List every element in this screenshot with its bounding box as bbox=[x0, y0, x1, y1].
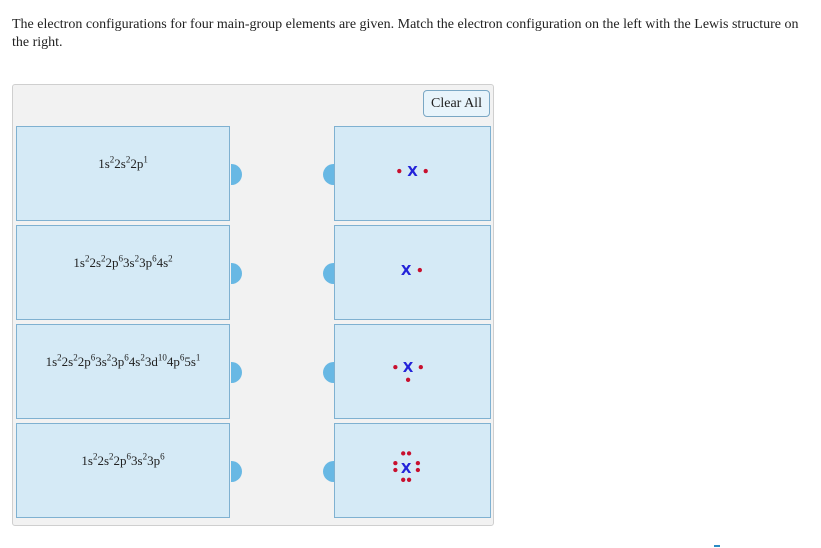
orbital-label: 5s bbox=[184, 354, 196, 369]
valence-electron-dot bbox=[401, 451, 406, 456]
electron-count: 2 bbox=[109, 154, 115, 165]
electron-count: 2 bbox=[101, 253, 106, 264]
orbital-label: 3p bbox=[139, 255, 153, 270]
element-symbol: X bbox=[407, 164, 418, 180]
orbital-label: 3s bbox=[123, 255, 135, 270]
electron-count: 1 bbox=[143, 154, 148, 165]
electron-count: 2 bbox=[73, 352, 78, 363]
electron-count: 6 bbox=[118, 253, 124, 264]
connector-handle-right-3[interactable] bbox=[323, 362, 334, 383]
valence-electron-dot bbox=[415, 461, 421, 466]
electron-count: 2 bbox=[57, 352, 62, 363]
valence-electron-dot bbox=[397, 168, 402, 174]
electron-count: 6 bbox=[179, 352, 185, 363]
connector-handle-right-4[interactable] bbox=[323, 461, 334, 482]
valence-electron-dot bbox=[393, 467, 398, 473]
element-symbol: X bbox=[401, 461, 412, 477]
matching-panel: Clear All 1s22s22p1 X 1s22s22p63s23p64s2… bbox=[12, 84, 494, 526]
electron-configuration-2: 1s22s22p63s23p64s2 bbox=[17, 253, 229, 271]
orbital-label: 2p bbox=[113, 453, 127, 468]
lewis-item-4[interactable]: X bbox=[334, 423, 491, 518]
connector-handle-right-1[interactable] bbox=[323, 164, 334, 185]
orbital-label: 2s bbox=[114, 156, 126, 171]
electron-count: 2 bbox=[106, 352, 112, 363]
orbital-label: 4s bbox=[128, 354, 141, 369]
valence-electron-dot bbox=[393, 364, 398, 370]
orbital-label: 4p bbox=[166, 354, 180, 369]
orbital-label: 2p bbox=[130, 156, 144, 171]
connector-handle-left-1[interactable] bbox=[231, 164, 242, 185]
electron-configuration-3: 1s22s22p63s23p64s23d104p65s1 bbox=[17, 352, 229, 370]
orbital-label: 2s bbox=[97, 453, 110, 468]
orbital-label: 2s bbox=[89, 255, 101, 270]
valence-electron-dot bbox=[406, 451, 412, 456]
valence-electron-dot bbox=[417, 267, 422, 273]
orbital-label: 2p bbox=[77, 354, 91, 369]
lewis-structure-3: X bbox=[393, 360, 423, 382]
orbital-label: 1s bbox=[73, 255, 85, 270]
connector-handle-right-2[interactable] bbox=[323, 263, 334, 284]
lewis-structure-1: X bbox=[397, 164, 428, 180]
lewis-item-2[interactable]: X bbox=[334, 225, 491, 320]
orbital-label: 1s bbox=[45, 354, 58, 369]
connector-handle-left-3[interactable] bbox=[231, 362, 242, 383]
orbital-label: 3p bbox=[111, 354, 125, 369]
electron-count: 2 bbox=[142, 451, 148, 462]
lewis-item-3[interactable]: X bbox=[334, 324, 491, 419]
valence-electron-dot bbox=[401, 477, 406, 482]
orbital-label: 1s bbox=[81, 453, 93, 468]
electron-count: 2 bbox=[168, 253, 173, 264]
orbital-label: 2p bbox=[105, 255, 119, 270]
config-item-2[interactable]: 1s22s22p63s23p64s2 bbox=[16, 225, 230, 320]
valence-electron-dot bbox=[415, 467, 421, 473]
valence-electron-dot bbox=[406, 477, 412, 482]
valence-electron-dot bbox=[423, 168, 428, 174]
element-symbol: X bbox=[403, 360, 414, 376]
electron-count: 2 bbox=[92, 451, 98, 462]
electron-count: 2 bbox=[140, 352, 145, 363]
connector-handle-left-2[interactable] bbox=[231, 263, 242, 284]
question-prompt: The electron configurations for four mai… bbox=[12, 17, 799, 50]
orbital-label: 3p bbox=[147, 453, 161, 468]
config-item-1[interactable]: 1s22s22p1 bbox=[16, 126, 230, 221]
electron-configuration-4: 1s22s22p63s23p6 bbox=[17, 451, 229, 469]
orbital-label: 2s bbox=[61, 354, 74, 369]
electron-count: 10 bbox=[157, 352, 167, 363]
orbital-label: 3s bbox=[131, 453, 143, 468]
element-symbol: X bbox=[401, 263, 412, 279]
valence-electron-dot bbox=[405, 377, 411, 382]
electron-count: 6 bbox=[152, 253, 157, 264]
orbital-label: 1s bbox=[98, 156, 110, 171]
orbital-label: 4s bbox=[156, 255, 169, 270]
electron-configuration-1: 1s22s22p1 bbox=[17, 154, 229, 172]
electron-count: 2 bbox=[109, 451, 114, 462]
valence-electron-dot bbox=[418, 364, 423, 370]
electron-count: 2 bbox=[125, 154, 131, 165]
electron-count: 6 bbox=[90, 352, 96, 363]
orbital-label: 3d bbox=[144, 354, 158, 369]
clear-all-button[interactable]: Clear All bbox=[423, 90, 490, 117]
electron-count: 1 bbox=[195, 352, 201, 363]
electron-count: 2 bbox=[134, 253, 140, 264]
config-item-3[interactable]: 1s22s22p63s23p64s23d104p65s1 bbox=[16, 324, 230, 419]
connector-handle-left-4[interactable] bbox=[231, 461, 242, 482]
scroll-indicator bbox=[714, 545, 720, 547]
electron-count: 6 bbox=[126, 451, 132, 462]
lewis-item-1[interactable]: X bbox=[334, 126, 491, 221]
orbital-label: 3s bbox=[95, 354, 107, 369]
electron-count: 6 bbox=[124, 352, 129, 363]
electron-count: 2 bbox=[84, 253, 90, 264]
lewis-structure-4: X bbox=[393, 451, 421, 482]
valence-electron-dot bbox=[393, 461, 398, 466]
config-item-4[interactable]: 1s22s22p63s23p6 bbox=[16, 423, 230, 518]
electron-count: 6 bbox=[160, 451, 165, 462]
lewis-structure-2: X bbox=[401, 263, 422, 279]
